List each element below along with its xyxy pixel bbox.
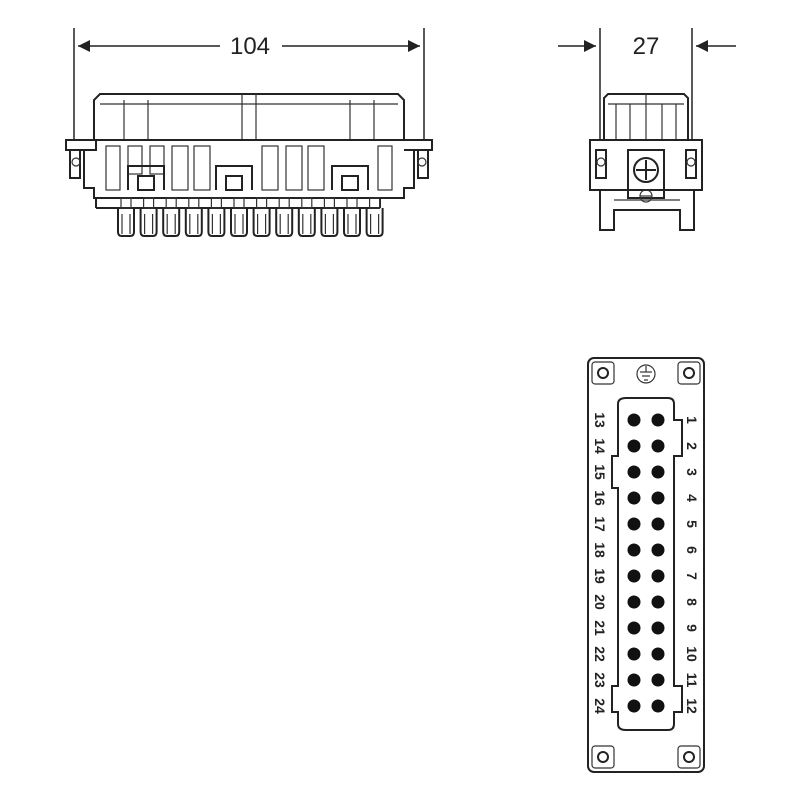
pin-label: 21 <box>592 620 608 636</box>
front-view: 104 <box>65 28 433 237</box>
pin-label: 24 <box>592 698 608 714</box>
pin-label: 22 <box>592 646 608 662</box>
crimp-terminals <box>117 197 384 237</box>
pin-label: 3 <box>684 468 700 476</box>
pin-label: 8 <box>684 598 700 606</box>
pin-label: 5 <box>684 520 700 528</box>
terminal <box>320 197 339 237</box>
pin-label: 16 <box>592 490 608 506</box>
contact-dot <box>627 465 641 479</box>
contact-dot <box>651 621 665 635</box>
contact-dot <box>627 543 641 557</box>
pin-label: 18 <box>592 542 608 558</box>
pin-label: 6 <box>684 546 700 554</box>
ground-screw <box>627 149 665 203</box>
pin-label: 7 <box>684 572 700 580</box>
pin-label: 14 <box>592 438 608 454</box>
contact-dot <box>651 465 665 479</box>
contact-dot <box>627 569 641 583</box>
contact-dot <box>651 491 665 505</box>
contact-dot <box>627 673 641 687</box>
terminal <box>184 197 203 237</box>
pin-label: 2 <box>684 442 700 450</box>
pin-label: 4 <box>684 494 700 502</box>
pin-label: 11 <box>684 673 700 688</box>
terminal <box>139 197 158 237</box>
pin-label: 13 <box>592 412 608 428</box>
pin-label: 1 <box>684 416 700 424</box>
contact-dot <box>627 517 641 531</box>
pin-label: 19 <box>592 568 608 584</box>
contact-dot <box>627 491 641 505</box>
terminal <box>365 197 384 237</box>
pin-label: 23 <box>592 672 608 688</box>
pin-label: 12 <box>684 698 700 714</box>
contact-dot <box>651 673 665 687</box>
terminal <box>275 197 294 237</box>
terminal <box>297 197 316 237</box>
contact-dot <box>651 413 665 427</box>
terminal <box>252 197 271 237</box>
width-dimension-label: 104 <box>230 33 270 60</box>
terminal <box>343 197 361 237</box>
contact-dot <box>651 439 665 453</box>
side-view: 27 <box>558 28 736 231</box>
contact-dot <box>627 621 641 635</box>
contact-dot <box>627 699 641 713</box>
pin-label: 15 <box>592 464 608 480</box>
terminal <box>230 197 248 237</box>
contact-dot <box>651 569 665 583</box>
contact-dot <box>651 699 665 713</box>
contact-dot <box>627 413 641 427</box>
depth-dimension-label: 27 <box>633 33 660 60</box>
terminal <box>117 197 135 237</box>
contact-dot <box>627 647 641 661</box>
pin-label: 10 <box>684 646 700 662</box>
pin-labels-left: 13 14 15 16 17 18 19 20 21 22 23 24 <box>592 412 608 714</box>
pin-label: 20 <box>592 594 608 610</box>
contact-dot <box>651 517 665 531</box>
contact-dot <box>627 439 641 453</box>
contact-pins <box>627 413 665 713</box>
contact-dot <box>651 543 665 557</box>
pin-label: 9 <box>684 624 700 632</box>
terminal <box>162 197 181 237</box>
contact-dot <box>651 595 665 609</box>
pin-label: 17 <box>592 516 608 532</box>
contact-dot <box>627 595 641 609</box>
contact-dot <box>651 647 665 661</box>
ground-icon <box>636 364 656 384</box>
terminal <box>207 197 226 237</box>
